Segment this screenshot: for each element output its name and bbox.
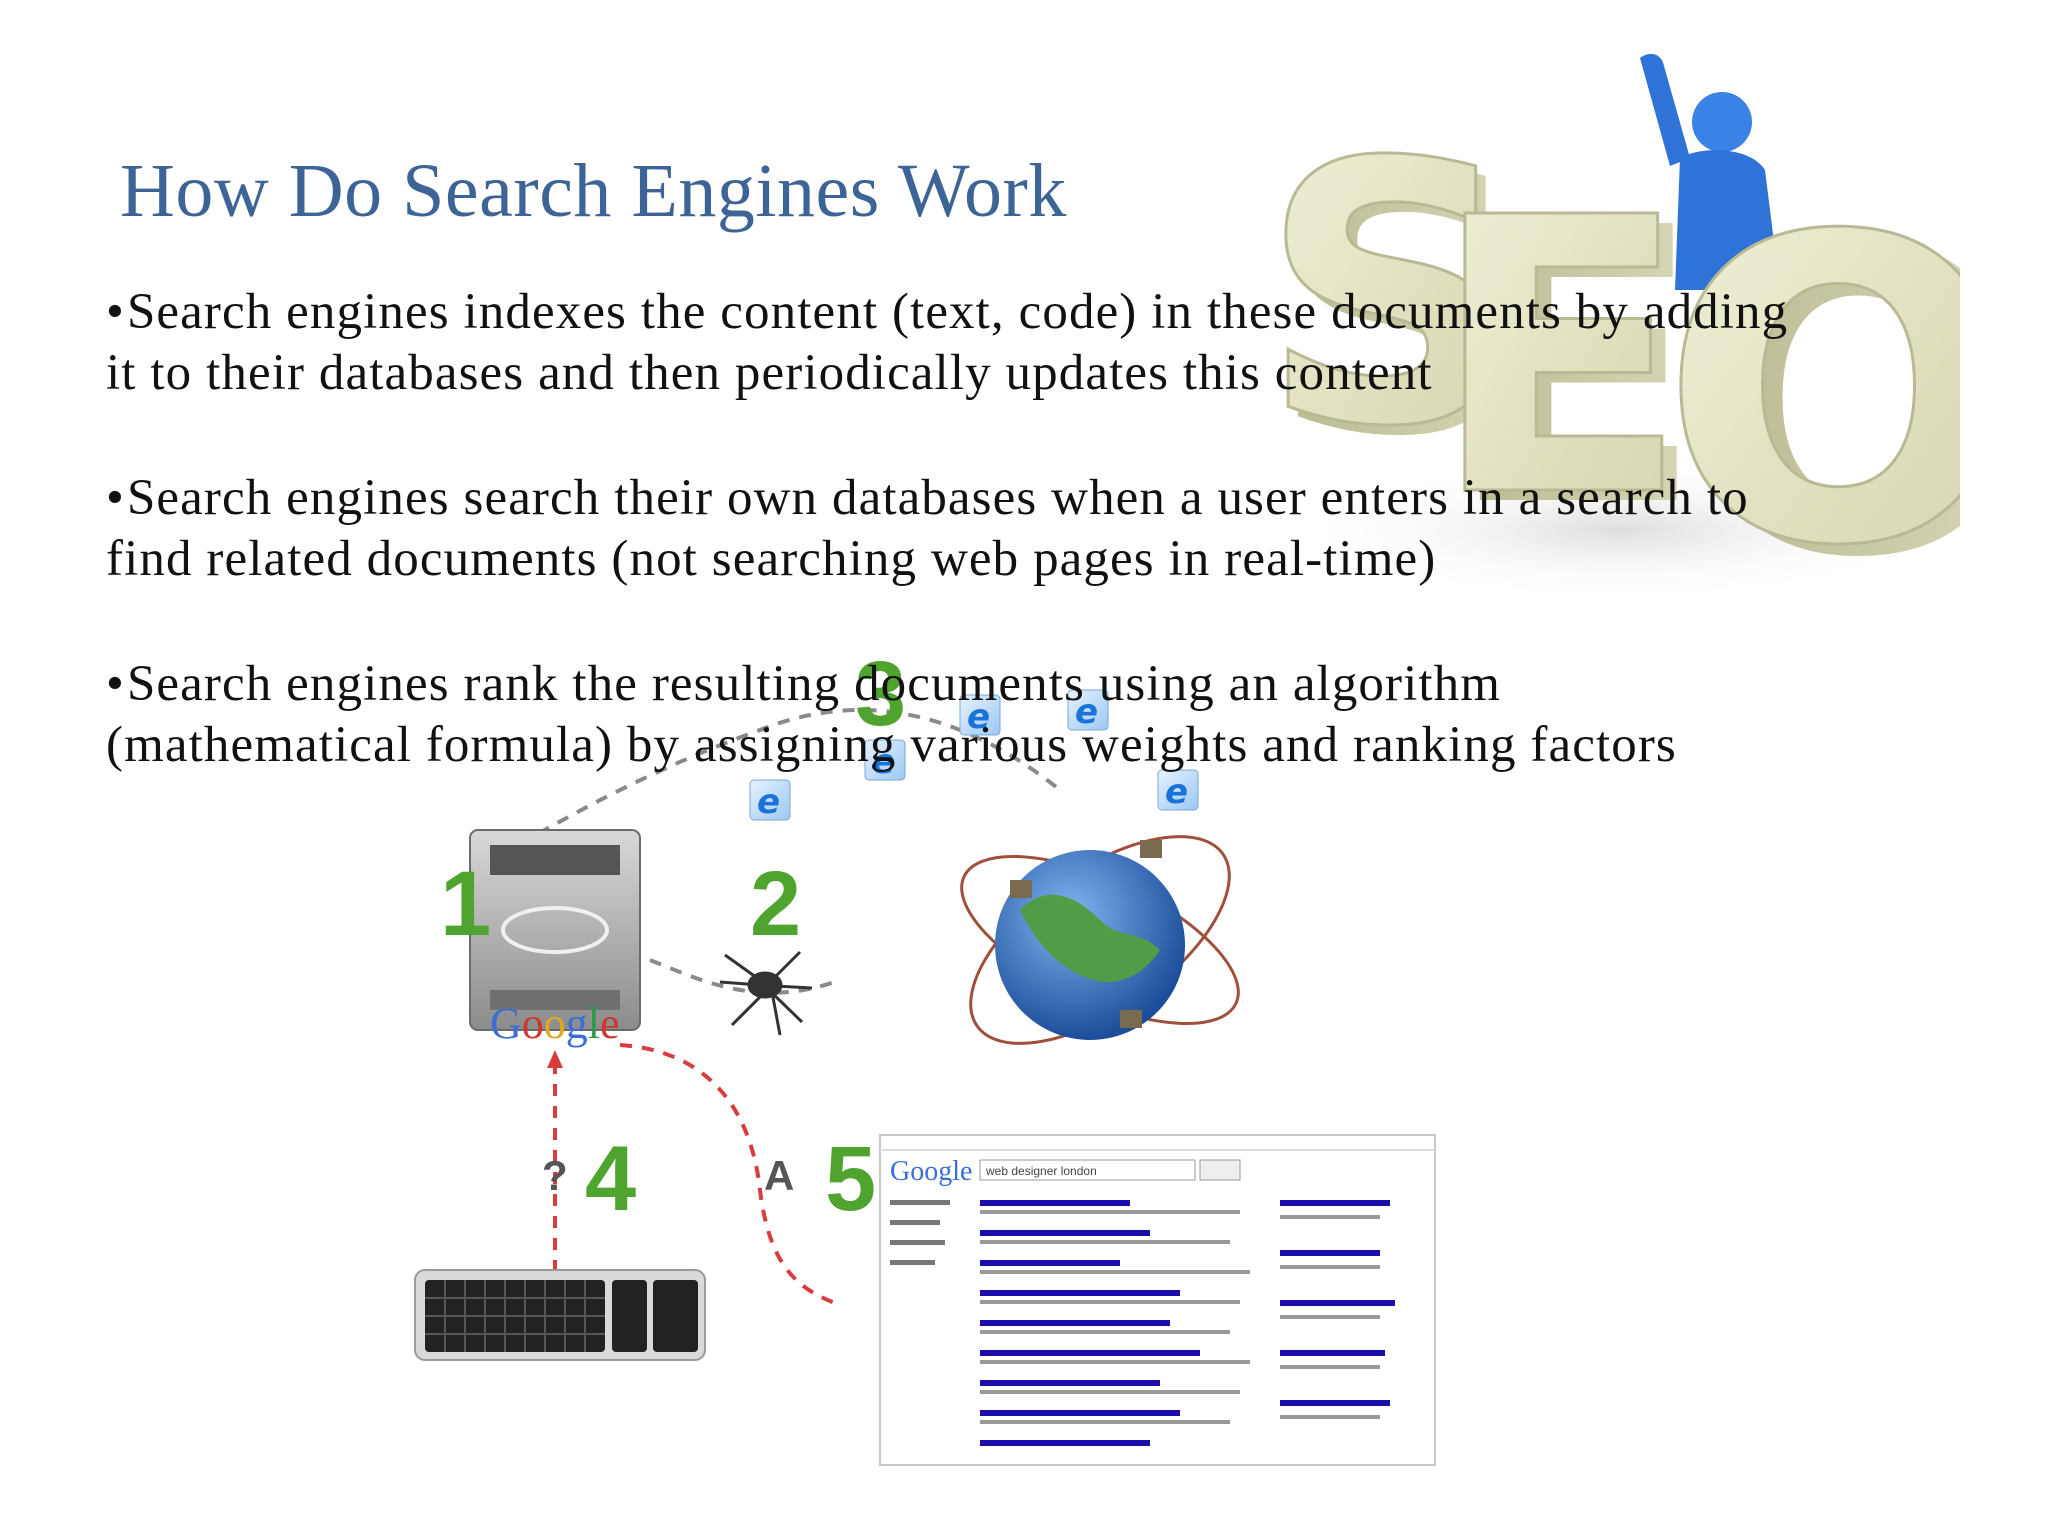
step-number-2: 2 [750, 853, 801, 955]
results-google-logo: Google [890, 1156, 972, 1187]
svg-text:O: O [1660, 149, 1960, 610]
spider-icon [719, 950, 813, 1036]
bullet-item-2: •Search engines search their own databas… [106, 468, 1806, 590]
bullet-item-1: •Search engines indexes the content (tex… [106, 282, 1806, 404]
svg-text:S: S [1260, 86, 1519, 505]
svg-text:E: E [1445, 147, 1705, 590]
keyboard-icon [414, 1269, 706, 1361]
google-logo: Google [490, 999, 620, 1048]
search-results-screenshot-icon: Google web designer london [879, 1134, 1436, 1466]
server-icon [469, 829, 641, 1031]
bullet-text: Search engines search their own database… [106, 470, 1749, 587]
svg-text:e: e [1075, 692, 1098, 732]
bullet-mark: • [106, 470, 125, 526]
svg-text:O: O [1680, 161, 1960, 610]
step-number-5: 5 [825, 1128, 876, 1230]
slide-title: How Do Search Engines Work [120, 149, 1067, 233]
bullet-mark: • [106, 284, 125, 340]
svg-text:S: S [1270, 96, 1529, 515]
globe-icon [960, 835, 1240, 1045]
bullet-list: •Search engines indexes the content (tex… [106, 282, 1806, 776]
svg-text:e: e [967, 697, 990, 737]
bullet-text: Search engines indexes the content (text… [106, 284, 1789, 401]
search-engine-process-diagram: Google e e e e e [414, 643, 1436, 1466]
svg-text:e: e [757, 782, 780, 822]
svg-text:e: e [872, 742, 895, 782]
svg-text:E: E [1430, 137, 1690, 580]
person-figure-icon [1640, 53, 1780, 290]
bullet-mark: • [106, 656, 125, 712]
step-number-1: 1 [440, 853, 491, 955]
question-mark: ? [542, 1152, 568, 1199]
step-number-3: 3 [855, 643, 906, 745]
browser-icon: e e e e e [749, 689, 1199, 822]
bullet-text: Search engines rank the resulting docume… [106, 656, 1677, 773]
seo-3d-letters-icon: S S E E O O [1260, 53, 1960, 610]
answer-mark: A [764, 1152, 794, 1199]
results-search-query: web designer london [985, 1164, 1097, 1178]
step-number-4: 4 [585, 1128, 636, 1230]
bullet-item-3: •Search engines rank the resulting docum… [106, 654, 1806, 776]
svg-text:e: e [1165, 772, 1188, 812]
